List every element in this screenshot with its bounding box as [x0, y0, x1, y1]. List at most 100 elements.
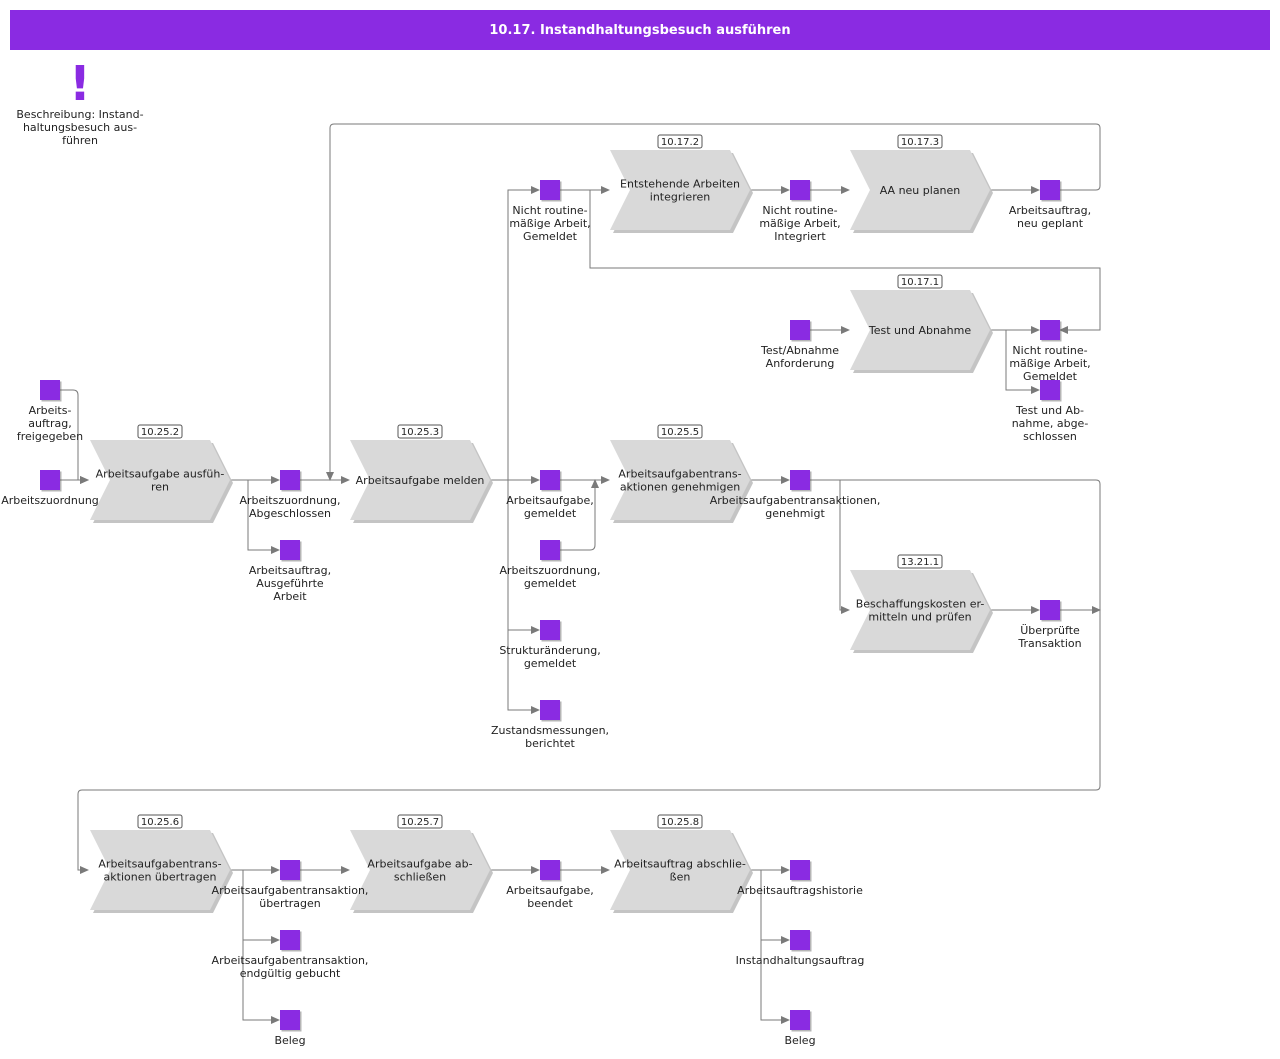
connector-23 — [839, 480, 850, 614]
function-id: 10.17.3 — [901, 137, 939, 148]
event-label: Arbeitsaufgabentransaktion,endgültig geb… — [212, 954, 369, 980]
function-id-badge — [657, 134, 703, 149]
connector-7 — [507, 186, 540, 480]
event-label: Arbeitszuordnung,gemeldet — [499, 564, 600, 590]
event-square — [790, 930, 810, 950]
event-square — [280, 1010, 300, 1030]
event-e7[interactable]: Arbeitsauftrag,neu geplant — [1009, 180, 1091, 230]
event-e20[interactable]: Arbeitsaufgabe,beendet — [506, 860, 594, 910]
event-label: Zustandsmessungen,berichtet — [491, 724, 609, 750]
event-label: Beleg — [274, 1034, 305, 1047]
event-label: Nicht routine-mäßige Arbeit,Gemeldet — [1009, 344, 1090, 383]
function-shape — [350, 440, 490, 520]
event-square — [40, 470, 60, 490]
event-e1[interactable]: Arbeits-auftrag,freigegeben — [17, 380, 83, 443]
event-e14[interactable]: Zustandsmessungen,berichtet — [491, 700, 609, 750]
description-note: !Beschreibung: Instand-haltungsbesuch au… — [16, 56, 143, 147]
function-id-badge — [657, 424, 703, 439]
event-label: Instandhaltungsauftrag — [736, 954, 865, 967]
event-e9[interactable]: Nicht routine-mäßige Arbeit,Gemeldet — [1009, 320, 1091, 383]
event-e15[interactable]: Arbeitsaufgabentransaktionen,genehmigt — [710, 470, 881, 520]
event-square — [280, 930, 300, 950]
function-id: 10.17.2 — [661, 137, 699, 148]
event-label: Arbeitszuordnung — [1, 494, 99, 507]
connector-4 — [247, 480, 280, 554]
function-id: 10.25.6 — [141, 817, 179, 828]
event-e12[interactable]: Arbeitszuordnung,gemeldet — [499, 540, 601, 590]
connector-10 — [560, 479, 599, 551]
event-square — [540, 700, 560, 720]
event-square — [1040, 380, 1060, 400]
function-label: AA neu planen — [880, 184, 961, 197]
event-e11[interactable]: Arbeitsaufgabe,gemeldet — [506, 470, 594, 520]
function-id-badge — [137, 814, 183, 829]
function-id: 10.17.1 — [901, 277, 939, 288]
event-e13[interactable]: Strukturänderung,gemeldet — [499, 620, 601, 670]
event-label: Arbeitsaufgabe,gemeldet — [506, 494, 593, 520]
function-10-17-3[interactable]: 10.17.3 AA neu planen — [850, 134, 993, 233]
function-shape — [90, 830, 230, 910]
function-label: Arbeitsaufgabentrans-aktionen übertragen — [98, 858, 221, 884]
event-e3[interactable]: Arbeitszuordnung,Abgeschlossen — [239, 470, 341, 520]
event-square — [1040, 180, 1060, 200]
event-e23[interactable]: Beleg — [784, 1010, 816, 1047]
connector-20 — [1005, 330, 1040, 394]
function-label: Beschaffungskosten er-mitteln und prüfen — [856, 598, 985, 624]
event-e19[interactable]: Beleg — [274, 1010, 306, 1047]
event-label: Arbeitsaufgabentransaktionen,genehmigt — [710, 494, 881, 520]
function-id-badge — [897, 554, 943, 569]
function-label: Arbeitsaufgabe ausfüh-ren — [96, 468, 225, 494]
event-label: Arbeits-auftrag,freigegeben — [17, 404, 83, 443]
function-id-badge — [897, 274, 943, 289]
event-label: Nicht routine-mäßige Arbeit,Gemeldet — [509, 204, 590, 243]
connector-22 — [77, 479, 1101, 874]
event-e6[interactable]: Nicht routine-mäßige Arbeit,Integriert — [759, 180, 841, 243]
event-e10[interactable]: Test und Ab-nahme, abge-schlossen — [1012, 380, 1089, 443]
event-e17[interactable]: Arbeitsaufgabentransaktion,übertragen — [212, 860, 369, 910]
event-e5[interactable]: Nicht routine-mäßige Arbeit,Gemeldet — [509, 180, 591, 243]
diagram-title: 10.17. Instandhaltungsbesuch ausführen — [10, 10, 1270, 50]
function-id: 10.25.7 — [401, 817, 439, 828]
event-square — [540, 470, 560, 490]
event-e22[interactable]: Instandhaltungsauftrag — [736, 930, 865, 967]
function-id-badge — [897, 134, 943, 149]
event-label: Nicht routine-mäßige Arbeit,Integriert — [759, 204, 840, 243]
event-e21[interactable]: Arbeitsauftragshistorie — [737, 860, 863, 897]
event-label: Arbeitsauftragshistorie — [737, 884, 863, 897]
event-square — [280, 860, 300, 880]
event-e18[interactable]: Arbeitsaufgabentransaktion,endgültig geb… — [212, 930, 369, 980]
function-label: Arbeitsaufgabe ab-schließen — [367, 858, 472, 884]
connector-13 — [589, 190, 1101, 334]
function-shape — [610, 440, 750, 520]
function-shape — [850, 290, 990, 370]
event-square — [790, 860, 810, 880]
function-id: 10.25.8 — [661, 817, 699, 828]
event-label: Strukturänderung,gemeldet — [499, 644, 600, 670]
exclamation-icon: ! — [69, 56, 91, 112]
function-id-badge — [137, 424, 183, 439]
event-square — [790, 180, 810, 200]
event-label: Arbeitszuordnung,Abgeschlossen — [239, 494, 340, 520]
function-id-badge — [657, 814, 703, 829]
function-id-badge — [397, 424, 443, 439]
function-shape — [850, 570, 990, 650]
event-square — [1040, 600, 1060, 620]
event-e2[interactable]: Arbeitszuordnung — [1, 470, 99, 507]
event-label: Test und Ab-nahme, abge-schlossen — [1012, 404, 1089, 443]
function-id: 13.21.1 — [901, 557, 939, 568]
